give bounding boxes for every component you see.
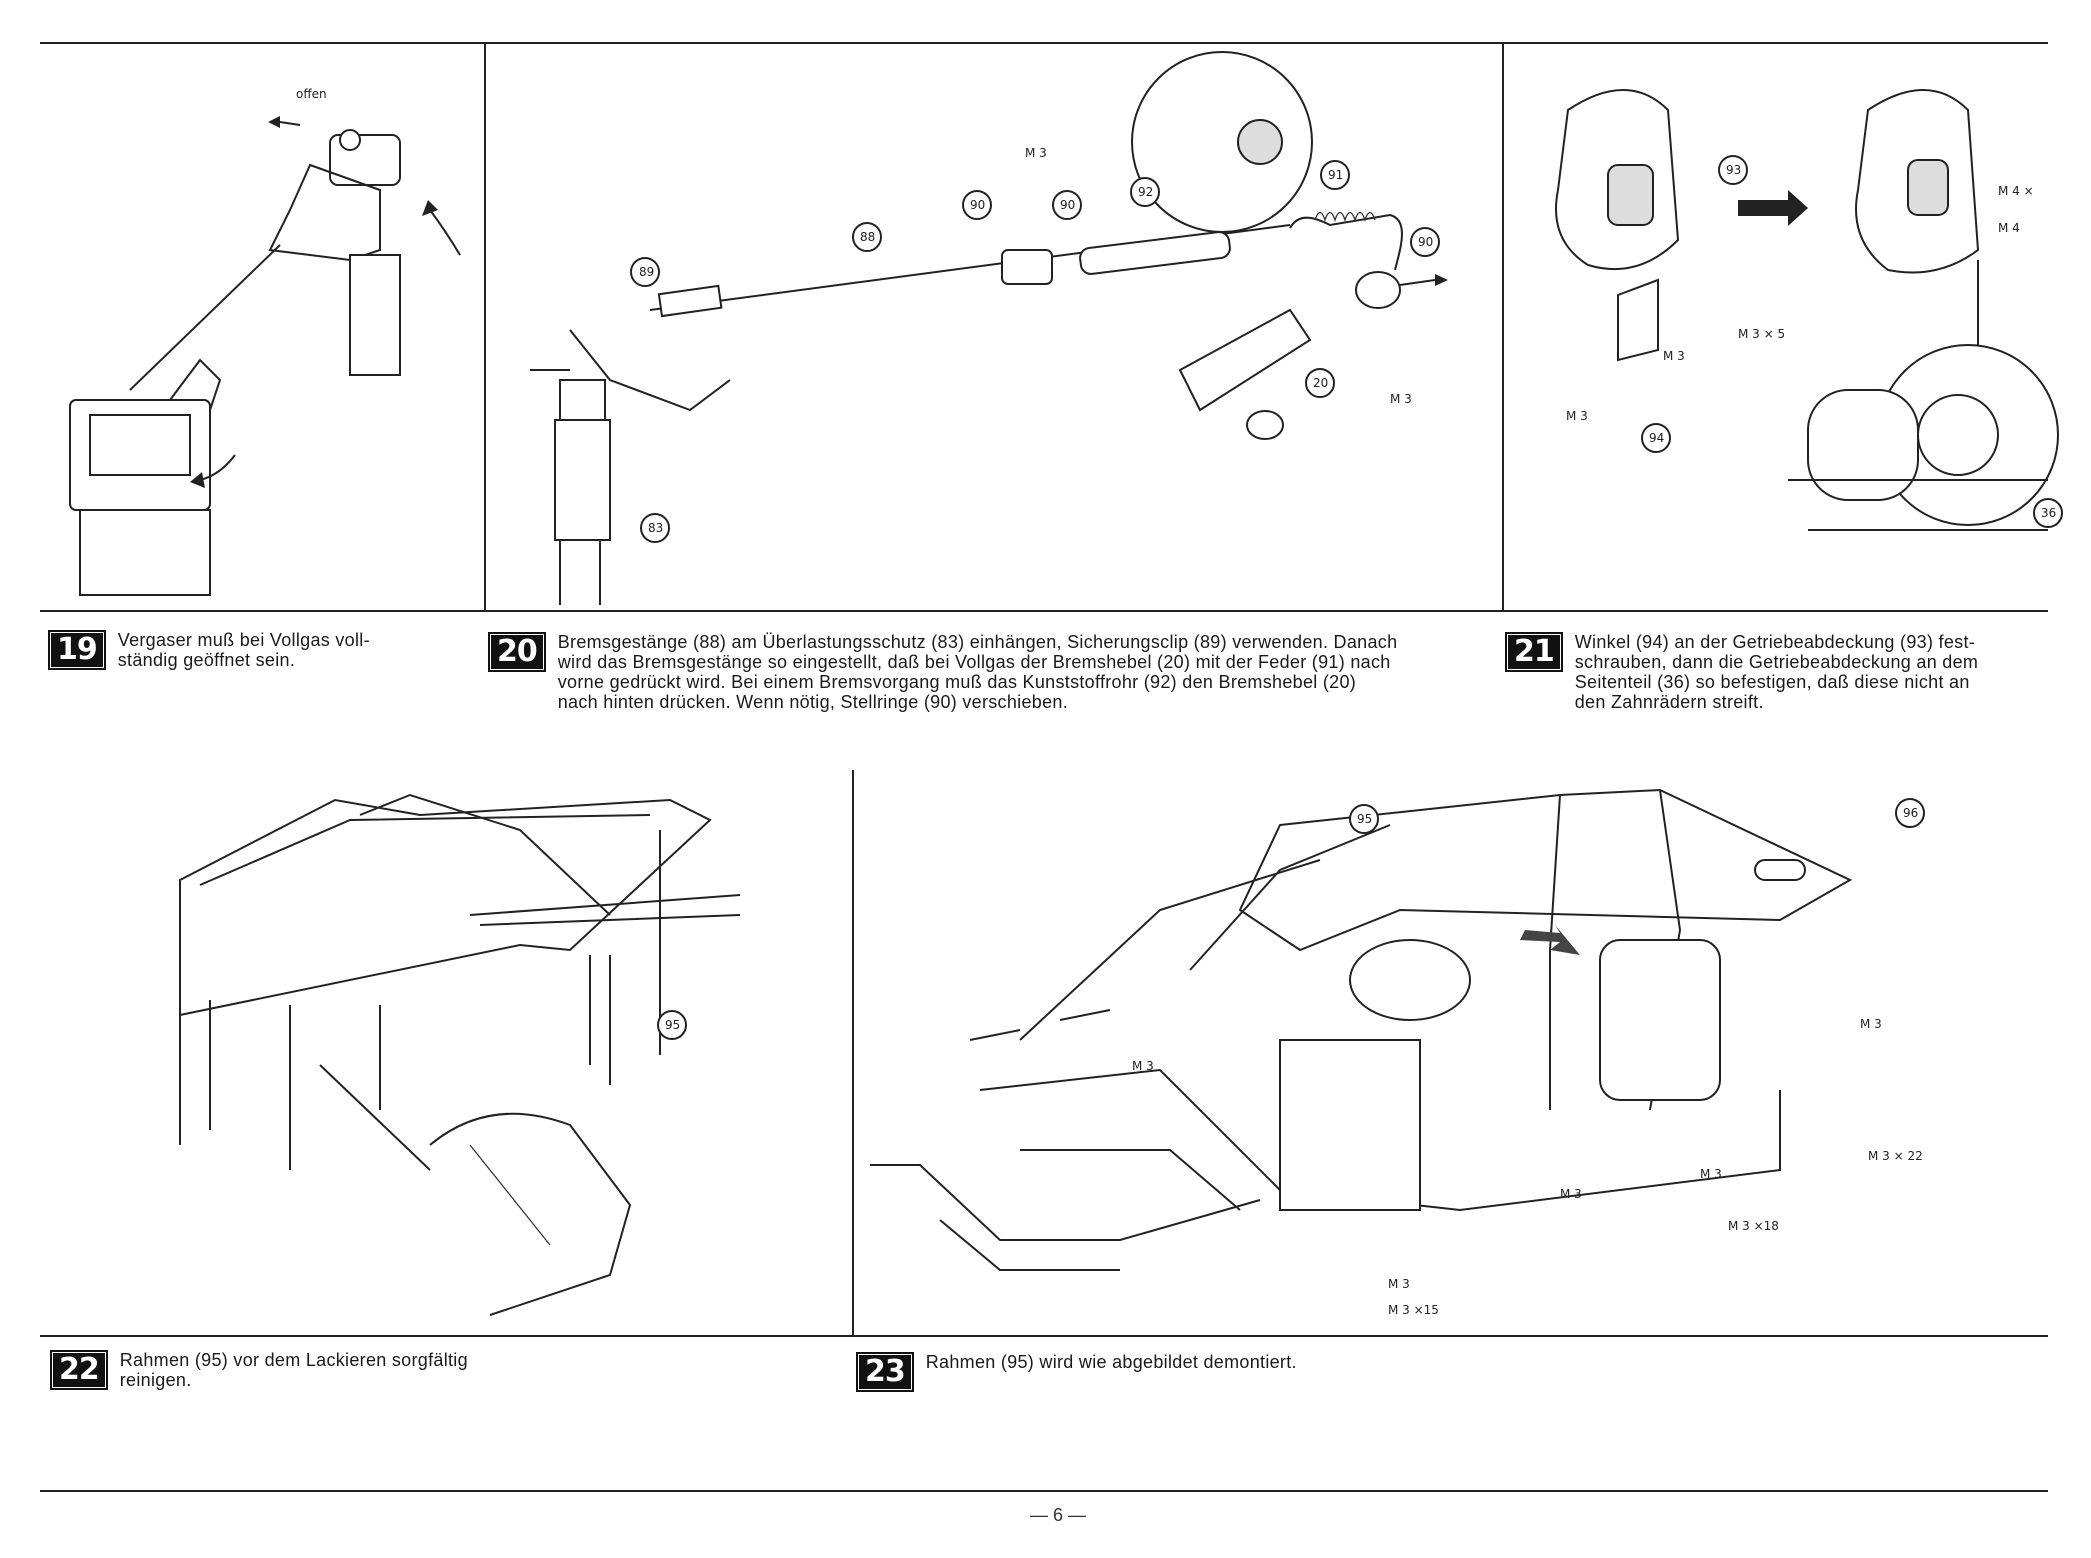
label-m4x: M 4 × (1998, 184, 2034, 198)
label-m3x15: M 3 ×15 (1388, 1303, 1439, 1317)
step-number-badge: 20 (488, 632, 546, 672)
callout-83: 83 (648, 521, 663, 535)
label-m3-top: M 3 (1025, 146, 1047, 160)
illustration-carburetor: offen (50, 60, 480, 600)
label-m3-left: M 3 (1132, 1059, 1154, 1073)
step-23: 23 Rahmen (95) wird wie abgebildet demon… (856, 1352, 1297, 1392)
label-m3-lower: M 3 (1700, 1167, 1722, 1181)
callout-96: 96 (1903, 806, 1918, 820)
callout-95: 95 (665, 1018, 680, 1032)
divider-22-23 (852, 770, 854, 1337)
callout-90-far: 90 (1418, 235, 1433, 249)
step-21: 21 Winkel (94) an der Getriebeabdeckung … (1505, 632, 1978, 712)
step-number-badge: 22 (50, 1350, 108, 1390)
callout-93: 93 (1726, 163, 1741, 177)
callout-92: 92 (1138, 185, 1153, 199)
page-number: — 6 — (1030, 1505, 1087, 1525)
illustration-brake-linkage: 89 88 90 90 92 91 90 20 83 M 3 M 3 (490, 50, 1498, 605)
label-m3-bracket: M 3 (1663, 349, 1685, 363)
label-m3x22: M 3 × 22 (1868, 1149, 1923, 1163)
label-m3-bottom: M 3 (1388, 1277, 1410, 1291)
step-caption: Vergaser muß bei Vollgas voll- ständig g… (117, 630, 370, 670)
illustration-frame-cleaning: 95 (50, 625, 840, 1330)
step-number-badge: 21 (1505, 632, 1563, 672)
step-caption: Rahmen (95) wird wie abgebildet demontie… (925, 1352, 1297, 1372)
step-19: 19 Vergaser muß bei Vollgas voll- ständi… (48, 630, 370, 670)
label-m3-right: M 3 (1390, 392, 1412, 406)
callout-89: 89 (639, 265, 654, 279)
callout-36: 36 (2041, 506, 2056, 520)
callout-20: 20 (1313, 376, 1328, 390)
step-22: 22 Rahmen (95) vor dem Lackieren sorgfäl… (50, 1350, 468, 1390)
label-m4: M 4 (1998, 221, 2020, 235)
callout-94: 94 (1649, 431, 1664, 445)
step-caption: Rahmen (95) vor dem Lackieren sorgfältig… (119, 1350, 468, 1390)
footer-rule (40, 1490, 2048, 1492)
step-20: 20 Bremsgestänge (88) am Überlastungssch… (488, 632, 1397, 712)
callout-88: 88 (860, 230, 875, 244)
step-number-badge: 19 (48, 630, 106, 670)
step-caption: Winkel (94) an der Getriebeabdeckung (93… (1574, 632, 1979, 712)
label-m3-right: M 3 (1860, 1017, 1882, 1031)
step-caption: Bremsgestänge (88) am Überlastungsschutz… (557, 632, 1398, 712)
label-offen: offen (296, 87, 327, 101)
divider-20-21 (1502, 42, 1504, 612)
top-rule (40, 42, 2048, 44)
divider-19-20 (484, 42, 486, 612)
callout-91: 91 (1328, 168, 1343, 182)
panel-20-bottom (484, 610, 1504, 612)
callout-95: 95 (1357, 812, 1372, 826)
label-m3-middle: M 3 (1560, 1187, 1582, 1201)
label-m3-bottom-left: M 3 (1566, 409, 1588, 423)
step-number-badge: 23 (856, 1352, 914, 1392)
row2-bottom-rule (40, 1335, 2048, 1337)
illustration-frame-disassembly: 95 96 M 3 M 3 M 3 M 3 M 3 M 3 × 22 M 3 ×… (860, 770, 2060, 1330)
illustration-gear-cover: 93 94 36 M 3 M 3 M 3 × 5 M 4 × M 4 (1508, 50, 2068, 605)
callout-90-right: 90 (1060, 198, 1075, 212)
label-m3x18: M 3 ×18 (1728, 1219, 1779, 1233)
callout-90-left: 90 (970, 198, 985, 212)
label-m3x5: M 3 × 5 (1738, 327, 1785, 341)
